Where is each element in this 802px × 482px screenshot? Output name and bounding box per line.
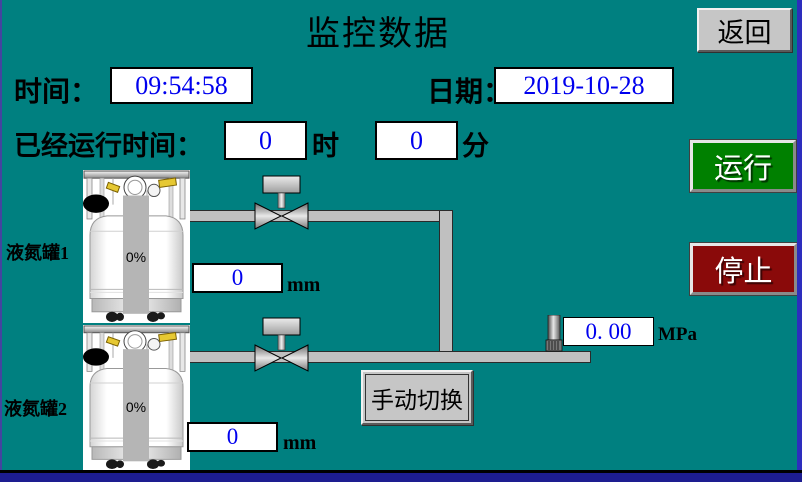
window-edge-bottom-line (0, 470, 802, 473)
time-label: 时间： (14, 77, 99, 108)
runtime-label: 已经运行时间： (14, 131, 203, 161)
window-edge-right (797, 0, 802, 482)
tank1-percent: 0% (126, 249, 147, 265)
run-button[interactable]: 运行 (690, 140, 796, 192)
pressure-unit: MPa (658, 324, 698, 345)
runtime-minutes-unit: 分 (462, 131, 489, 161)
tank2-percent: 0% (126, 400, 146, 415)
pipe-top (186, 210, 453, 222)
pressure-value: 0. 00 (563, 317, 654, 346)
tank2-level-value: 0 (187, 422, 278, 452)
page-title: 监控数据 (306, 16, 450, 53)
tank2-graphic: 0% (83, 325, 190, 470)
pipe-vertical (439, 210, 453, 363)
tank1-graphic: 0% (83, 170, 190, 323)
runtime-minutes-value: 0 (375, 121, 458, 160)
window-edge-bottom (0, 473, 802, 482)
back-button[interactable]: 返回 (697, 8, 792, 52)
manual-switch-button[interactable]: 手动切换 (361, 370, 473, 425)
tank1-level-unit: mm (287, 274, 321, 296)
pressure-sensor-icon (545, 315, 563, 352)
valve-tank1-icon (254, 175, 309, 230)
valve-tank2-icon (254, 317, 309, 372)
window-edge-left (0, 0, 2, 482)
tank1-level-value: 0 (192, 263, 283, 293)
date-value: 2019-10-28 (494, 67, 674, 104)
tank1-label: 液氮罐1 (6, 243, 69, 263)
runtime-hours-value: 0 (224, 121, 307, 160)
stop-button[interactable]: 停止 (690, 243, 797, 295)
tank2-level-unit: mm (283, 432, 317, 454)
tank2-label: 液氮罐2 (4, 399, 67, 419)
pipe-bottom (186, 351, 591, 363)
runtime-hours-unit: 时 (312, 131, 339, 161)
time-value: 09:54:58 (110, 67, 253, 104)
